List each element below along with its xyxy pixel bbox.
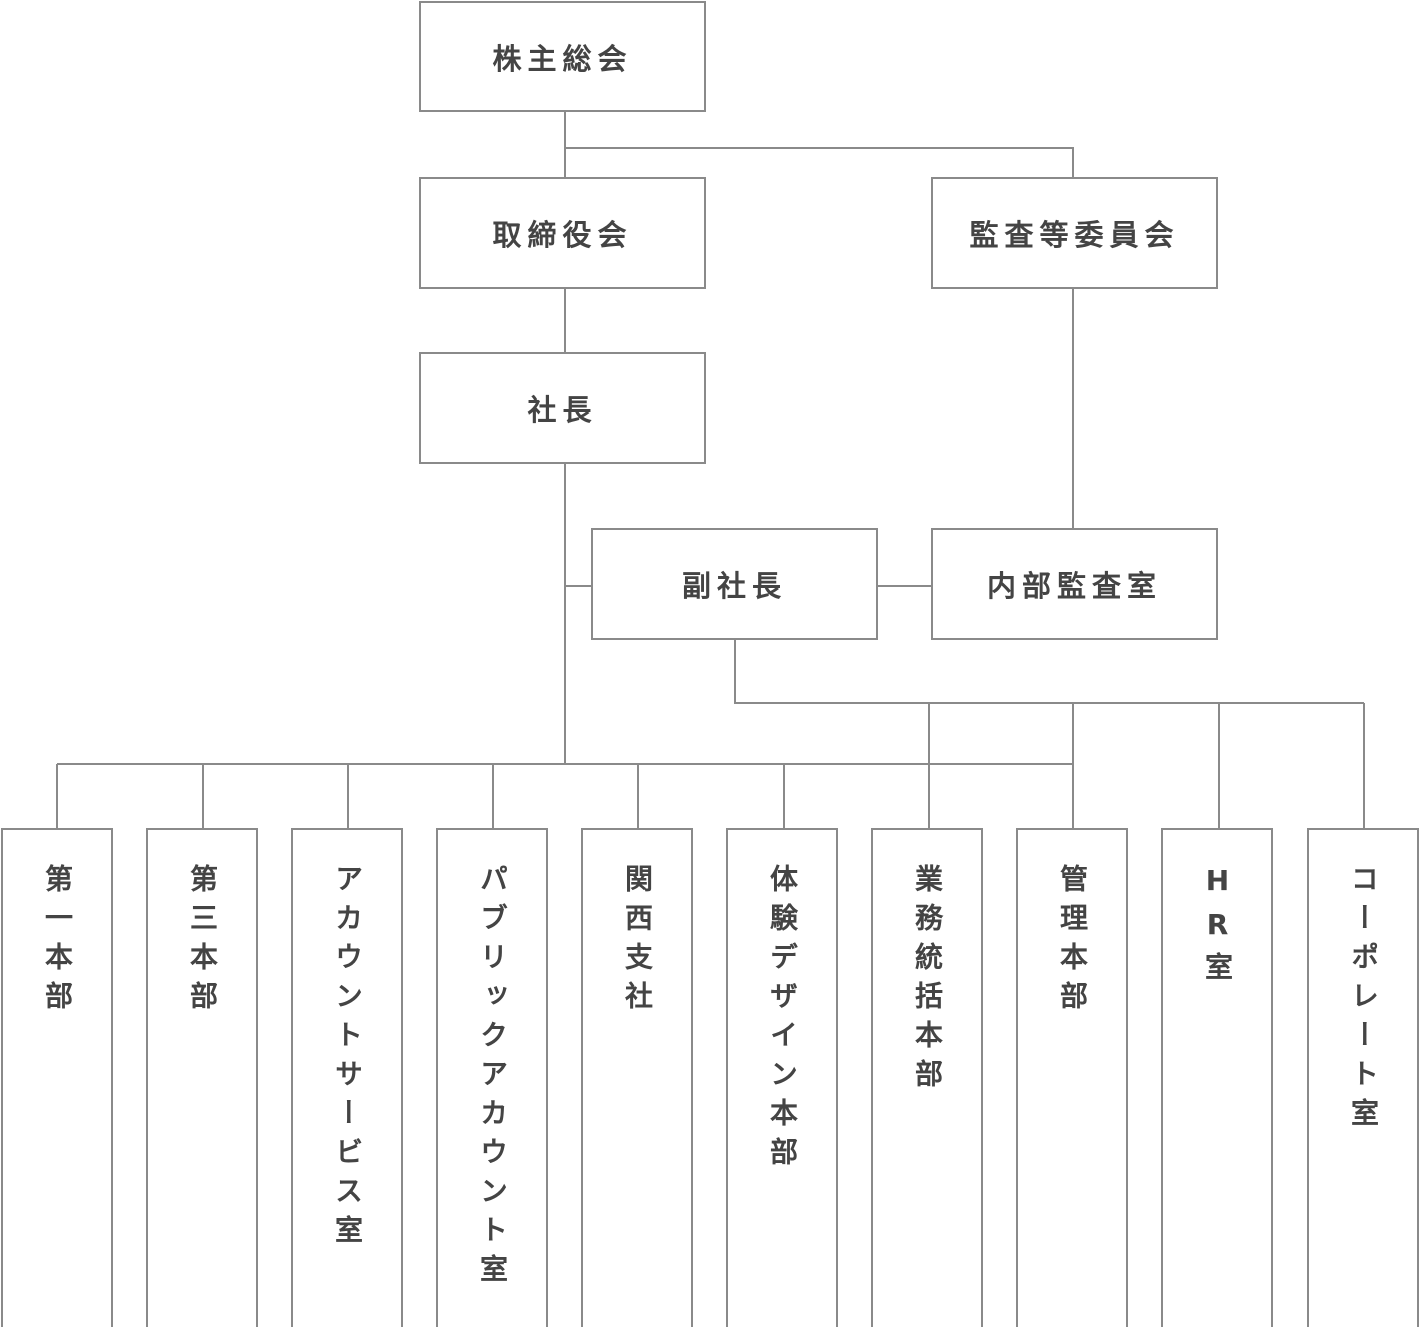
dept-label: 第一本部 xyxy=(41,864,74,1020)
node-shareholders: 株主総会 xyxy=(419,1,706,112)
dept-box: 体験デザイン本部 xyxy=(726,828,838,1327)
line-vp-branch xyxy=(734,639,1364,704)
dept-label: アカウントサービス室 xyxy=(331,864,364,1254)
dept-box: 第一本部 xyxy=(1,828,113,1327)
dept-label: 管理本部 xyxy=(1056,864,1089,1020)
line-dept-drop xyxy=(56,764,785,829)
node-label: 監査等委員会 xyxy=(969,218,1180,252)
dept-label: 第三本部 xyxy=(186,864,219,1020)
dept-label: パブリックアカウント室 xyxy=(476,864,509,1293)
dept-box: 管理本部 xyxy=(1016,828,1128,1327)
node-internal-audit: 内部監査室 xyxy=(931,528,1218,640)
node-label: 取締役会 xyxy=(492,218,633,252)
node-board: 取締役会 xyxy=(419,177,706,289)
node-label: 株主総会 xyxy=(492,41,633,76)
dept-box: 第三本部 xyxy=(146,828,258,1327)
node-label: 内部監査室 xyxy=(986,569,1162,603)
dept-label: 関西支社 xyxy=(621,864,654,1020)
node-label: 副社長 xyxy=(681,569,787,603)
node-audit-committee: 監査等委員会 xyxy=(931,177,1218,289)
dept-box: アカウントサービス室 xyxy=(291,828,403,1327)
line-to-audit-committee xyxy=(565,147,1074,178)
node-label: 社長 xyxy=(527,393,598,427)
dept-label: コーポレート室 xyxy=(1347,864,1380,1137)
node-vice-president: 副社長 xyxy=(591,528,878,640)
node-president: 社長 xyxy=(419,352,706,464)
dept-label: HR室 xyxy=(1201,864,1234,991)
dept-box: コーポレート室 xyxy=(1307,828,1419,1327)
dept-box: 関西支社 xyxy=(581,828,693,1327)
dept-box: HR室 xyxy=(1161,828,1273,1327)
dept-label: 業務統括本部 xyxy=(911,864,944,1098)
dept-box: パブリックアカウント室 xyxy=(436,828,548,1327)
dept-label: 体験デザイン本部 xyxy=(766,864,799,1176)
dept-box: 業務統括本部 xyxy=(871,828,983,1327)
